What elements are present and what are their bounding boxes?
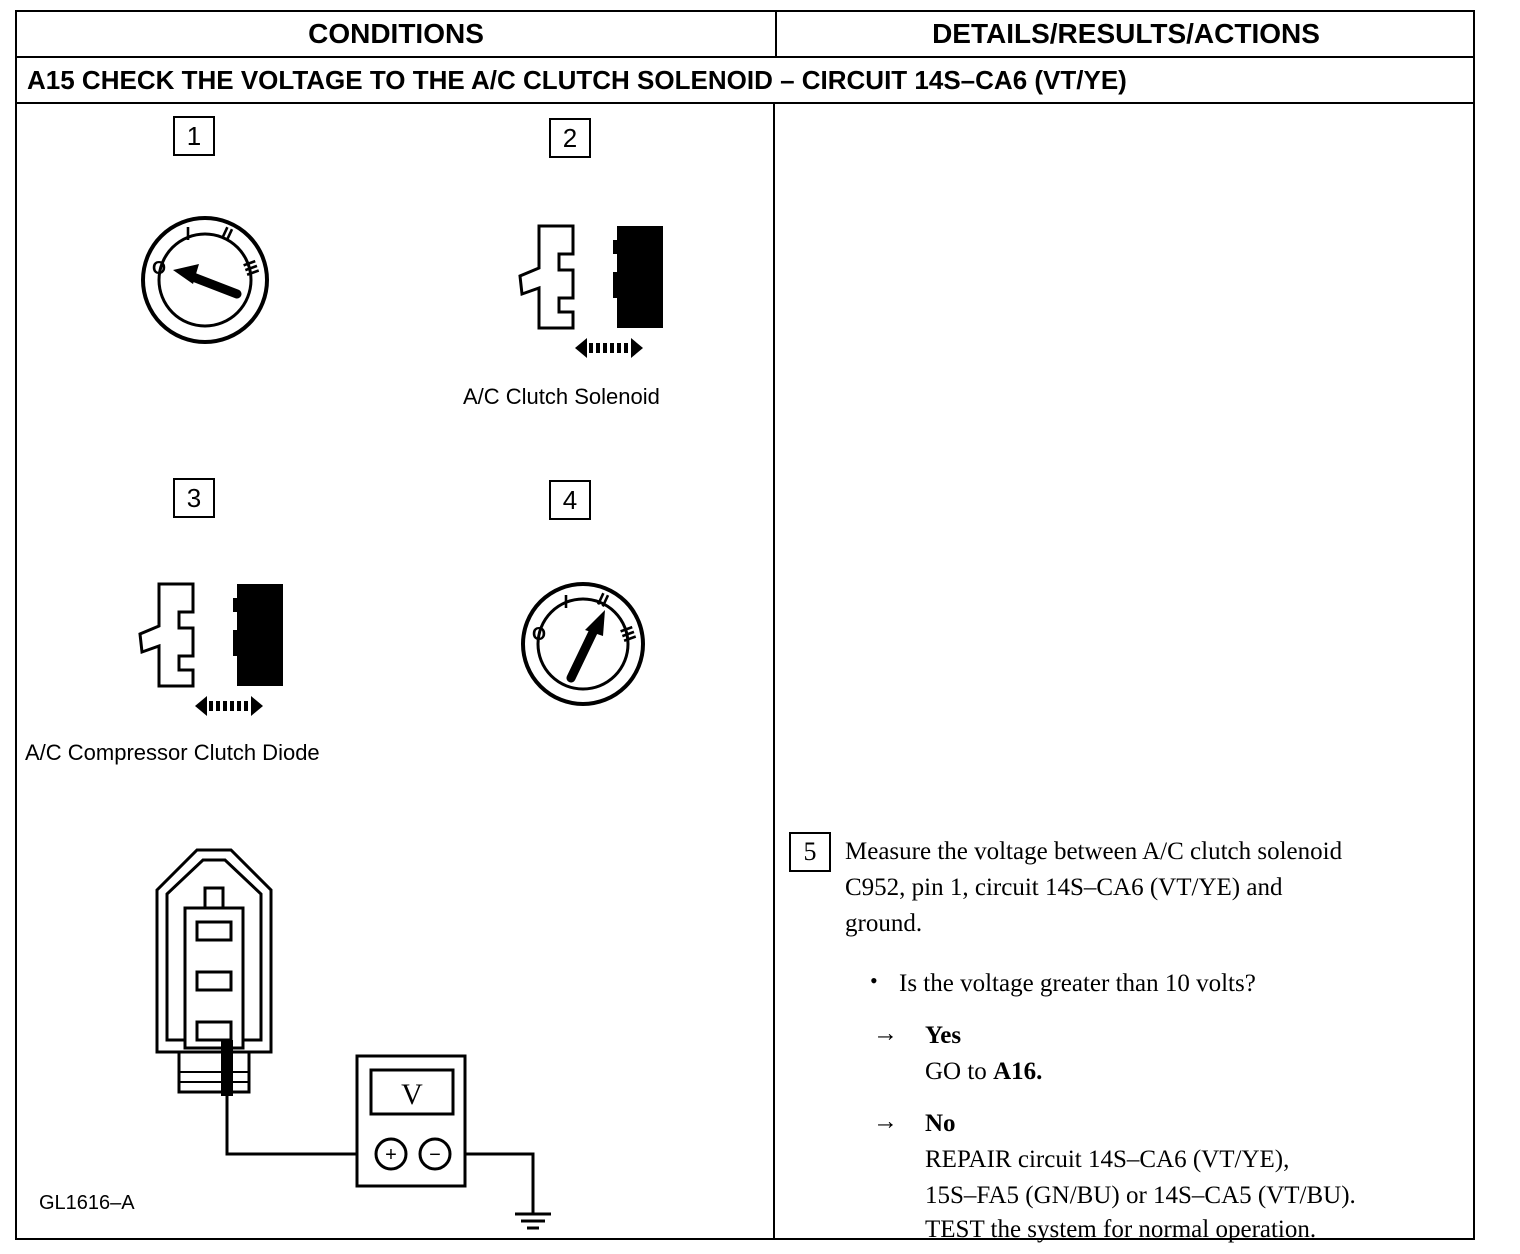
positive-lead-wire — [225, 1096, 373, 1156]
yes-action: GO to A16. — [925, 1058, 1043, 1085]
yes-label: Yes — [925, 1022, 962, 1049]
step-badge-5: 5 — [789, 832, 831, 872]
no-action-line-2: 15S–FA5 (GN/BU) or 14S–CA5 (VT/BU). — [925, 1182, 1356, 1209]
details-header: DETAILS/RESULTS/ACTIONS — [932, 18, 1320, 49]
no-arrow-icon: → — [873, 1108, 898, 1135]
diagram-artwork: O I II III — [138, 216, 663, 1230]
meter-plus: + — [385, 1144, 397, 1166]
ignition-pos-0-run: O — [532, 624, 546, 644]
meter-minus: − — [429, 1144, 441, 1166]
yes-arrow-icon: → — [873, 1020, 898, 1047]
ignition-pos-3-run: III — [616, 624, 640, 645]
ignition-switch-off-icon: O I II III — [141, 216, 269, 344]
ignition-pos-1-run: I — [563, 592, 568, 612]
connector-disconnect-icon — [518, 224, 663, 358]
connector-diode-disconnect-icon — [138, 582, 283, 716]
conditions-header: CONDITIONS — [308, 18, 484, 49]
step-badge-2: 2 — [549, 118, 591, 158]
no-label: No — [925, 1110, 956, 1137]
ignition-pos-1: I — [185, 224, 190, 244]
column-divider-top — [775, 12, 777, 56]
details-column: 5 Measure the voltage between A/C clutch… — [775, 104, 1475, 1243]
instruction-line-2: C952, pin 1, circuit 14S–CA6 (VT/YE) and — [845, 874, 1283, 901]
meter-symbol: V — [401, 1078, 423, 1111]
figure-id: GL1616–A — [39, 1192, 135, 1214]
question-text: Is the voltage greater than 10 volts? — [899, 970, 1256, 997]
column-divider — [773, 104, 775, 1240]
instruction-line-1: Measure the voltage between A/C clutch s… — [845, 838, 1343, 865]
ignition-switch-run-icon: O I II III — [521, 582, 645, 706]
bullet-icon: • — [870, 968, 878, 993]
instruction-line-3: ground. — [845, 910, 923, 937]
no-action-line-3: TEST the system for normal operation. — [925, 1216, 1317, 1243]
harness-connector-icon — [155, 848, 273, 1096]
no-action-line-1: REPAIR circuit 14S–CA6 (VT/YE), — [925, 1146, 1290, 1173]
clutch-solenoid-label: A/C Clutch Solenoid — [463, 384, 660, 409]
diagnostic-table: CONDITIONS DETAILS/RESULTS/ACTIONS A15 C… — [15, 10, 1475, 1243]
ignition-pos-0: O — [152, 258, 166, 278]
voltmeter-icon: V + − — [355, 1054, 467, 1188]
title-rule — [17, 102, 1473, 104]
ground-symbol-icon — [515, 1212, 551, 1230]
step-badge-4: 4 — [549, 480, 591, 520]
ignition-pos-3: III — [239, 258, 263, 279]
conditions-diagram: O I II III — [17, 104, 773, 1240]
step-badge-1: 1 — [173, 116, 215, 156]
clutch-diode-label: A/C Compressor Clutch Diode — [25, 740, 320, 765]
step-badge-3: 3 — [173, 478, 215, 518]
step-title: A15 CHECK THE VOLTAGE TO THE A/C CLUTCH … — [27, 64, 1127, 95]
header-rule — [17, 56, 1473, 58]
